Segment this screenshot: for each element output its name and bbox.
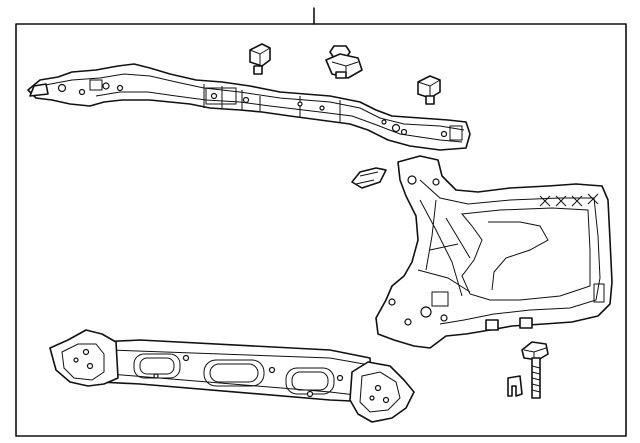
mount-bracket-icon xyxy=(249,43,271,75)
side-panel-icon xyxy=(375,155,613,349)
clip-icon xyxy=(351,167,387,189)
diagram-border xyxy=(15,23,627,437)
bolt-icon xyxy=(521,341,549,399)
lower-tie-bar-icon xyxy=(49,329,415,423)
mount-bracket-icon xyxy=(417,75,441,105)
retainer-icon xyxy=(507,375,523,397)
mount-bracket-icon xyxy=(325,45,363,79)
upper-tie-bar-icon xyxy=(27,63,471,151)
